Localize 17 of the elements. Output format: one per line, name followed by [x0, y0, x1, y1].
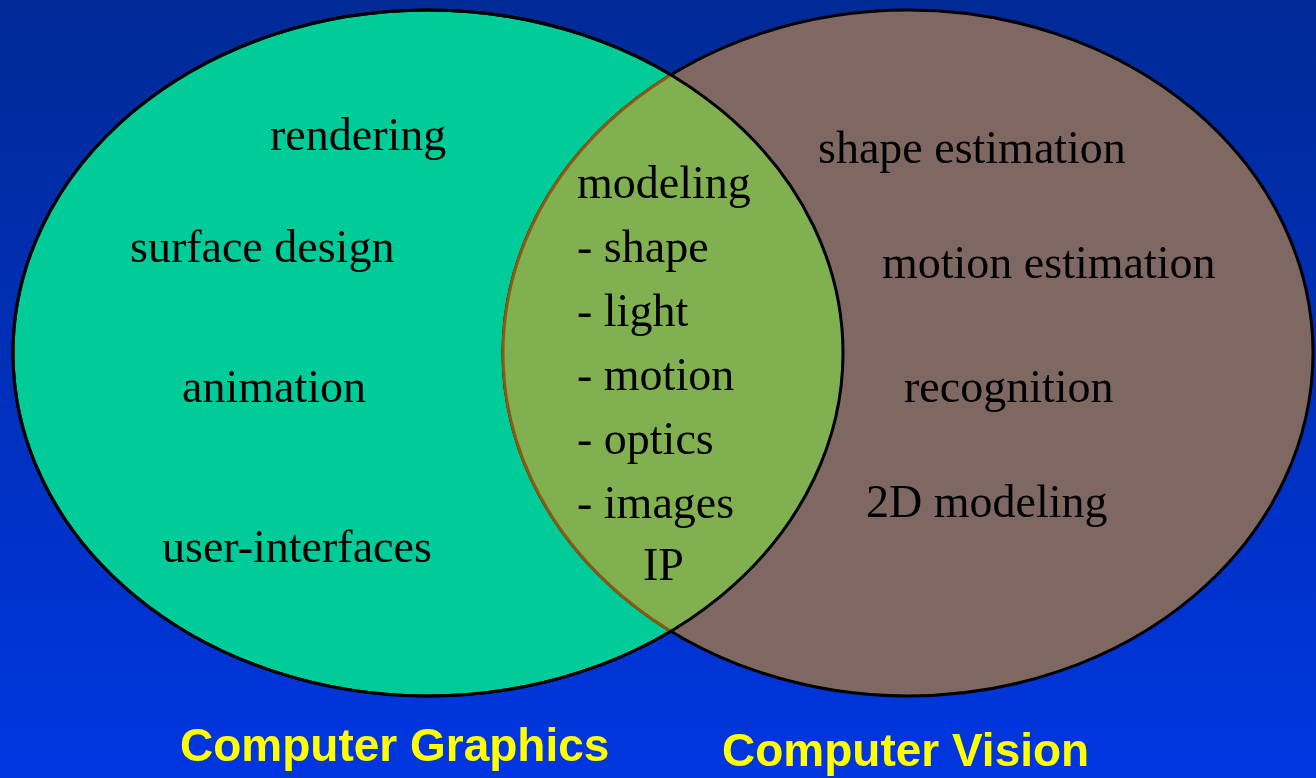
topic-label: - light	[577, 284, 689, 338]
topic-label: - images	[577, 476, 735, 530]
topic-label: - optics	[577, 412, 714, 466]
topic-label: 2D modeling	[866, 475, 1108, 529]
topic-label: surface design	[130, 220, 395, 274]
topic-label: rendering	[270, 108, 447, 162]
topic-label: user-interfaces	[162, 520, 432, 574]
topic-label: modeling	[577, 156, 751, 210]
topic-label: - motion	[577, 348, 735, 402]
set-title: Computer Vision	[722, 723, 1090, 777]
topic-label: IP	[643, 538, 684, 592]
topic-label: recognition	[904, 360, 1114, 414]
topic-label: shape estimation	[818, 121, 1126, 175]
topic-label: animation	[182, 360, 366, 414]
set-title: Computer Graphics	[180, 718, 610, 772]
topic-label: - shape	[577, 220, 709, 274]
topic-label: motion estimation	[882, 236, 1216, 290]
